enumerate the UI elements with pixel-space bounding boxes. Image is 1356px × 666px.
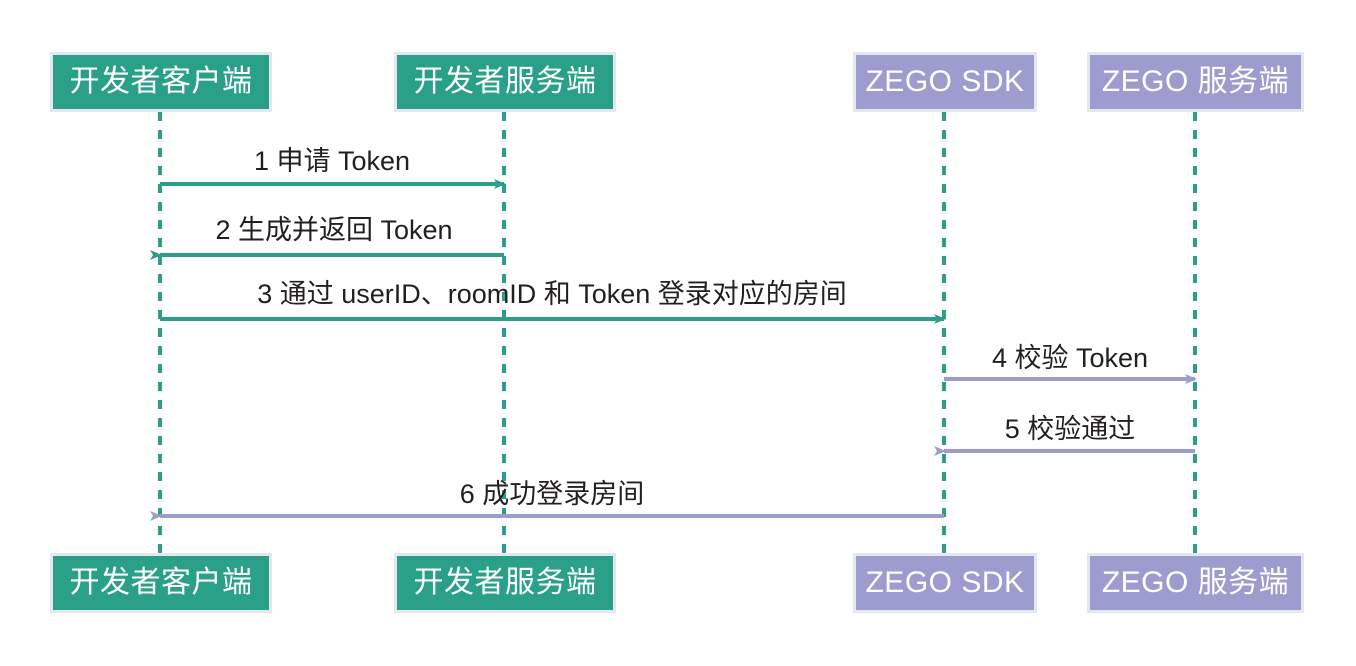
participant-label-dev-client: 开发者客户端	[69, 65, 253, 98]
message-label-5: 5 校验通过	[1004, 414, 1136, 444]
participant-box-dev-server-top: 开发者服务端	[394, 52, 616, 112]
participant-box-dev-client-top: 开发者客户端	[50, 52, 272, 112]
message-label-4: 4 校验 Token	[991, 343, 1149, 373]
message-label-1: 1 申请 Token	[253, 146, 411, 176]
lifelines-group	[158, 112, 1197, 553]
message-label-6: 6 成功登录房间	[459, 479, 645, 509]
participant-label-dev-client: 开发者客户端	[69, 566, 253, 599]
participant-label-dev-server: 开发者服务端	[413, 566, 597, 599]
participant-box-dev-server-bottom: 开发者服务端	[394, 553, 616, 613]
participant-box-zego-sdk-top: ZEGO SDK	[853, 52, 1037, 112]
participant-label-zego-server: ZEGO 服务端	[1101, 65, 1290, 98]
message-label-3: 3 通过 userID、roomID 和 Token 登录对应的房间	[257, 279, 847, 309]
participant-box-zego-server-bottom: ZEGO 服务端	[1087, 553, 1304, 613]
participant-label-zego-sdk: ZEGO SDK	[865, 566, 1025, 599]
participant-box-zego-sdk-bottom: ZEGO SDK	[853, 553, 1037, 613]
participant-label-dev-server: 开发者服务端	[413, 65, 597, 98]
message-label-2: 2 生成并返回 Token	[215, 215, 453, 245]
participant-box-zego-server-top: ZEGO 服务端	[1087, 52, 1304, 112]
message-arrows-group	[150, 179, 1197, 521]
participant-box-dev-client-bottom: 开发者客户端	[50, 553, 272, 613]
participant-label-zego-server: ZEGO 服务端	[1101, 566, 1290, 599]
participant-label-zego-sdk: ZEGO SDK	[865, 65, 1025, 98]
